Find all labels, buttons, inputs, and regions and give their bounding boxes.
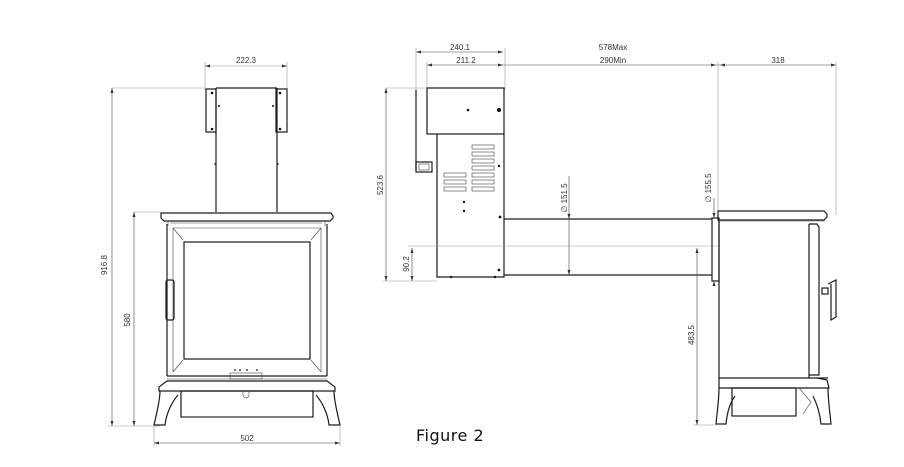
dim-pipe-diameter: ∅ 151.5 bbox=[560, 183, 569, 213]
dim-outlet-height: 483.5 bbox=[687, 324, 696, 345]
figure-caption: Figure 2 bbox=[416, 426, 485, 445]
dim-pipe-offset: 90.2 bbox=[402, 256, 411, 272]
side-view-stove bbox=[693, 198, 837, 426]
dim-box-height: 523.6 bbox=[376, 174, 385, 195]
dim-stove-height: 580 bbox=[123, 313, 132, 327]
dim-stove-width: 502 bbox=[240, 434, 254, 443]
dim-box-outer-depth: 240.1 bbox=[450, 43, 471, 52]
dim-stove-depth: 318 bbox=[771, 56, 785, 65]
side-view-flue bbox=[383, 48, 837, 282]
front-view bbox=[108, 62, 341, 446]
dim-pipe-min: 290Min bbox=[600, 56, 626, 65]
dim-total-height: 916.8 bbox=[100, 254, 109, 275]
dim-flue-width: 222.3 bbox=[236, 56, 257, 65]
dim-collar-diameter: ∅ 155.5 bbox=[704, 173, 713, 203]
dim-box-inner-depth: 211.2 bbox=[456, 56, 476, 65]
dim-pipe-max: 578Max bbox=[599, 43, 627, 52]
